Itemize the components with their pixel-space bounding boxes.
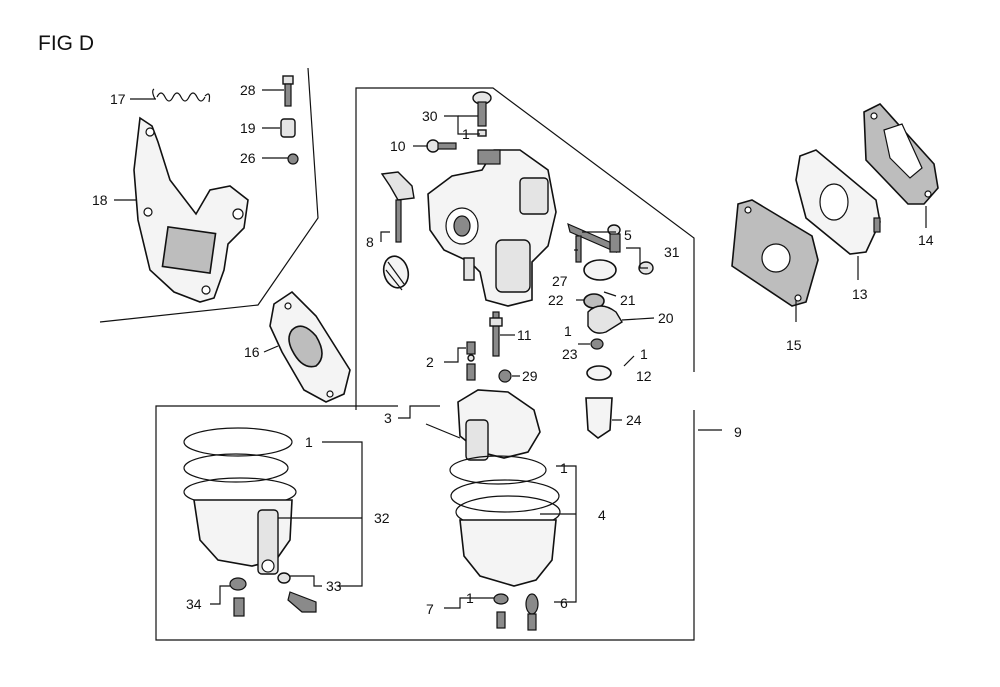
gasket-14 [863, 103, 939, 205]
callout-26: 26 [240, 150, 256, 166]
jet-parts [466, 311, 512, 383]
callout-1-e: 1 [466, 590, 474, 606]
fasteners-top-left [280, 75, 299, 165]
callout-23: 23 [562, 346, 578, 362]
gasket-13 [795, 149, 881, 255]
throttle-bracket-part [133, 116, 249, 303]
callout-21: 21 [620, 292, 636, 308]
spring-part [152, 88, 211, 103]
insulator-gasket-part [269, 290, 351, 403]
callout-17: 17 [110, 91, 126, 107]
figure-title: FIG D [38, 32, 94, 55]
callout-33: 33 [326, 578, 342, 594]
callout-24: 24 [626, 412, 642, 428]
carburetor-body-part [427, 149, 557, 307]
callout-4: 4 [598, 507, 606, 523]
gasket-15 [731, 199, 819, 307]
callout-8: 8 [366, 234, 374, 250]
callout-30: 30 [422, 108, 438, 124]
callout-6: 6 [560, 595, 568, 611]
leader-lines [114, 89, 927, 609]
choke-part [380, 171, 415, 291]
carburetor-screws [426, 91, 492, 153]
float-and-bowl [425, 389, 561, 631]
callout-18: 18 [92, 192, 108, 208]
callout-14: 14 [918, 232, 934, 248]
callout-2: 2 [426, 354, 434, 370]
callout-labels: 17 18 28 19 26 16 30 1 10 8 11 2 29 3 5 … [92, 82, 934, 617]
callout-1-a: 1 [462, 126, 470, 142]
carb-right-parts [567, 222, 654, 439]
callout-19: 19 [240, 120, 256, 136]
callout-27: 27 [552, 273, 568, 289]
callout-31: 31 [664, 244, 680, 260]
callout-10: 10 [390, 138, 406, 154]
callout-1-c: 1 [640, 346, 648, 362]
callout-9: 9 [734, 424, 742, 440]
callout-5: 5 [624, 227, 632, 243]
callout-1-b: 1 [564, 323, 572, 339]
callout-29: 29 [522, 368, 538, 384]
callout-1-f: 1 [305, 434, 313, 450]
callout-11: 11 [517, 327, 532, 343]
callout-20: 20 [658, 310, 674, 326]
callout-32: 32 [374, 510, 390, 526]
callout-16: 16 [244, 344, 260, 360]
callout-15: 15 [786, 337, 802, 353]
alternate-bowl [183, 427, 317, 617]
callout-28: 28 [240, 82, 256, 98]
group-boundaries [99, 67, 695, 641]
callout-7: 7 [426, 601, 434, 617]
callout-13: 13 [852, 286, 868, 302]
callout-22: 22 [548, 292, 564, 308]
callout-34: 34 [186, 596, 202, 612]
callout-3: 3 [384, 410, 392, 426]
callout-1-d: 1 [560, 460, 568, 476]
callout-12: 12 [636, 368, 652, 384]
